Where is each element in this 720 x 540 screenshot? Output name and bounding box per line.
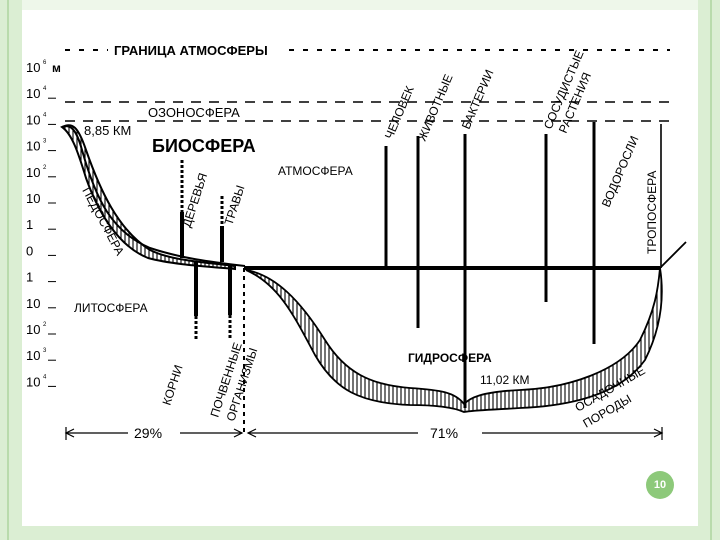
biosphere-title: БИОСФЕРА — [152, 136, 256, 156]
scale-tick-label: 10 — [26, 348, 40, 363]
ocean-share-label: 71% — [430, 425, 458, 441]
slide-frame-right — [698, 0, 720, 540]
human-label: ЧЕЛОВЕК — [382, 84, 417, 141]
ozonosphere-label: ОЗОНОСФЕРА — [148, 105, 240, 120]
scale-tick-exponent: 4 — [43, 86, 47, 92]
hydrosphere-label: ГИДРОСФЕРА — [408, 351, 492, 365]
scale-tick-label: 10 — [26, 60, 40, 75]
scale-tick-label: 10 — [26, 112, 40, 127]
scale-tick-label: 10 — [26, 322, 40, 337]
grasses-label: ТРАВЫ — [222, 183, 248, 226]
trees-label: ДЕРЕВЬЯ — [180, 171, 211, 229]
atmosphere-label: АТМОСФЕРА — [278, 164, 353, 178]
slide-frame-bottom — [22, 526, 698, 540]
lithosphere-label: ЛИТОСФЕРА — [74, 301, 148, 315]
ocean-right-shore — [659, 241, 687, 269]
page-number-badge: 10 — [646, 471, 674, 499]
scale-tick-exponent: 2 — [43, 322, 47, 328]
animals-label: ЖИВОТНЫЕ — [415, 72, 456, 143]
scale-tick-exponent: 4 — [43, 374, 47, 380]
scale-tick-label: 10 — [26, 139, 40, 154]
unit-label: м — [52, 61, 61, 75]
scale-tick-label: 10 — [26, 165, 40, 180]
land-surface-line — [61, 125, 246, 267]
sediment-layer — [245, 267, 663, 413]
scale-tick-exponent: 4 — [43, 112, 47, 118]
scale-tick-label: 10 — [26, 296, 40, 311]
scale-tick-label: 0 — [26, 243, 33, 258]
scale-tick-label: 10 — [26, 86, 40, 101]
scale-tick-exponent: 6 — [43, 60, 47, 66]
bacteria-label: БАКТЕРИИ — [459, 68, 497, 132]
scale-tick-label: 1 — [26, 217, 33, 232]
scale-tick-exponent: 2 — [43, 165, 47, 171]
roots-label: КОРНИ — [160, 363, 186, 407]
algae-label: ВОДОРОСЛИ — [599, 134, 642, 209]
label-backdrop — [108, 42, 282, 58]
land-share-label: 29% — [134, 425, 162, 441]
troposphere-label: ТРОПОСФЕРА — [645, 171, 659, 254]
slide-frame-left — [0, 0, 22, 540]
scale-tick-exponent: 3 — [43, 139, 47, 145]
slide-frame-top — [22, 0, 698, 10]
height-peak-label: 8,85 КМ — [84, 123, 131, 138]
scale-tick-exponent: 3 — [43, 348, 47, 354]
depth-label: 11,02 КМ — [480, 373, 529, 387]
scale-tick-label: 10 — [26, 191, 40, 206]
ozone-label-backdrop — [142, 104, 260, 120]
atmosphere-boundary-label-front: ГРАНИЦА АТМОСФЕРЫ — [114, 43, 268, 58]
scale-tick-label: 1 — [26, 270, 33, 285]
scale-tick-label: 10 — [26, 374, 40, 389]
